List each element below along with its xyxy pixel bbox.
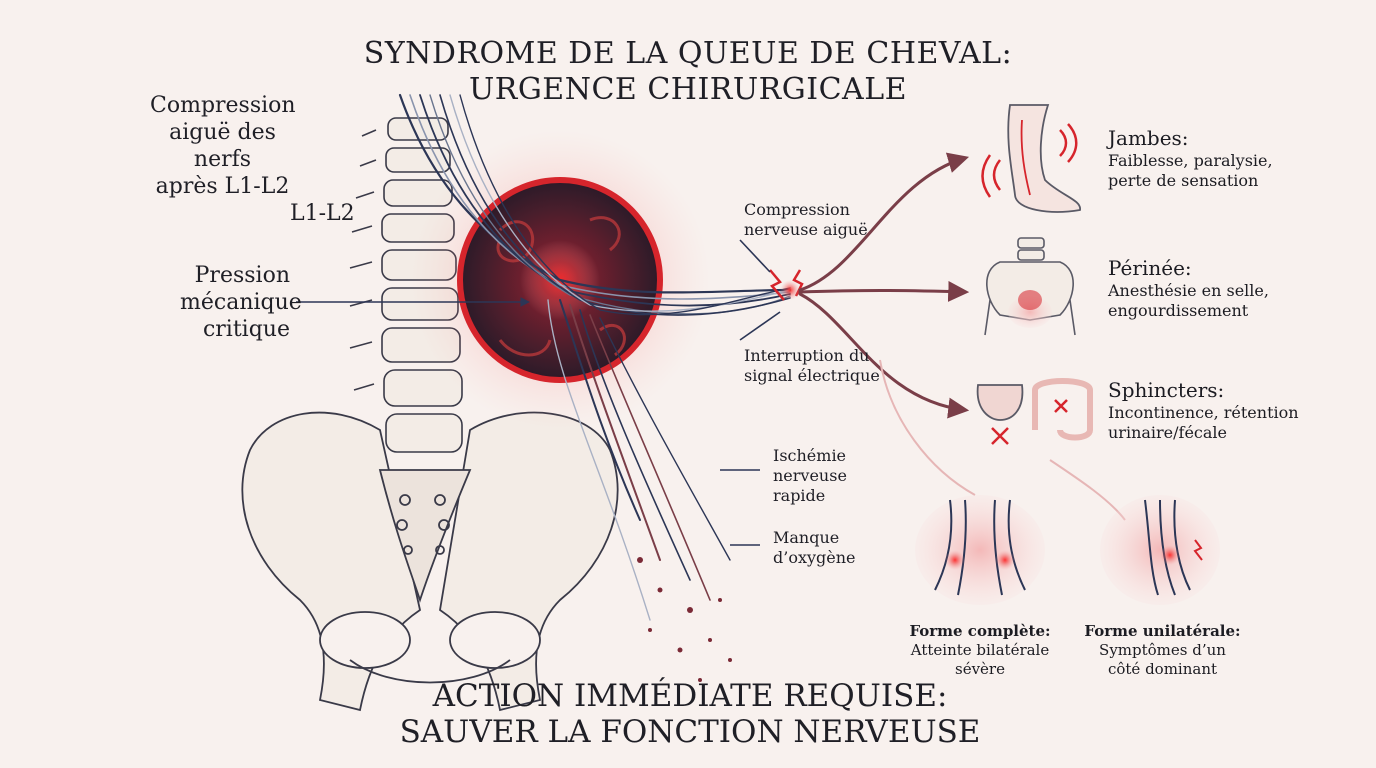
effect-perineum: Périnée: Anesthésie en selle, engourdiss… xyxy=(1108,256,1269,320)
perineum-icon xyxy=(984,237,1076,336)
sphincter-icon xyxy=(976,378,1093,445)
pelvis xyxy=(241,411,619,712)
unilateral-form-illustration xyxy=(1100,495,1220,605)
effect-legs: Jambes: Faiblesse, paralysie, perte de s… xyxy=(1108,126,1273,190)
call-to-action: ACTION IMMÉDIATE REQUISE: SAUVER LA FONC… xyxy=(399,678,981,750)
page-title: SYNDROME DE LA QUEUE DE CHEVAL: URGENCE … xyxy=(363,36,1013,107)
label-pointers xyxy=(296,239,781,546)
complete-form-caption: Forme complète: Atteinte bilatérale sévè… xyxy=(909,622,1051,678)
unilateral-form-caption: Forme unilatérale: Symptômes d’un côté d… xyxy=(1084,622,1241,678)
signal-interruption-spark xyxy=(769,269,804,301)
pressure-label: Pression mécanique critique xyxy=(180,263,302,342)
ischemia-label: Ischémie nerveuse rapide xyxy=(773,446,847,505)
complete-form-illustration xyxy=(915,495,1045,605)
effect-sphincters: Sphincters: Incontinence, rétention urin… xyxy=(1108,378,1299,442)
effect-arrows xyxy=(798,152,970,419)
compression-label: Compression aiguë des nerfs après L1-L2 xyxy=(150,93,296,199)
signal-interruption-label: Interruption du signal électrique xyxy=(744,346,880,385)
ischemia-droplets xyxy=(637,557,732,682)
level-label: L1-L2 xyxy=(290,201,355,226)
leg-icon xyxy=(981,104,1081,213)
cauda-equina-nerves xyxy=(398,93,792,621)
acute-compression-label: Compression nerveuse aiguë xyxy=(744,200,868,239)
oxygen-label: Manque d’oxygène xyxy=(773,528,856,567)
